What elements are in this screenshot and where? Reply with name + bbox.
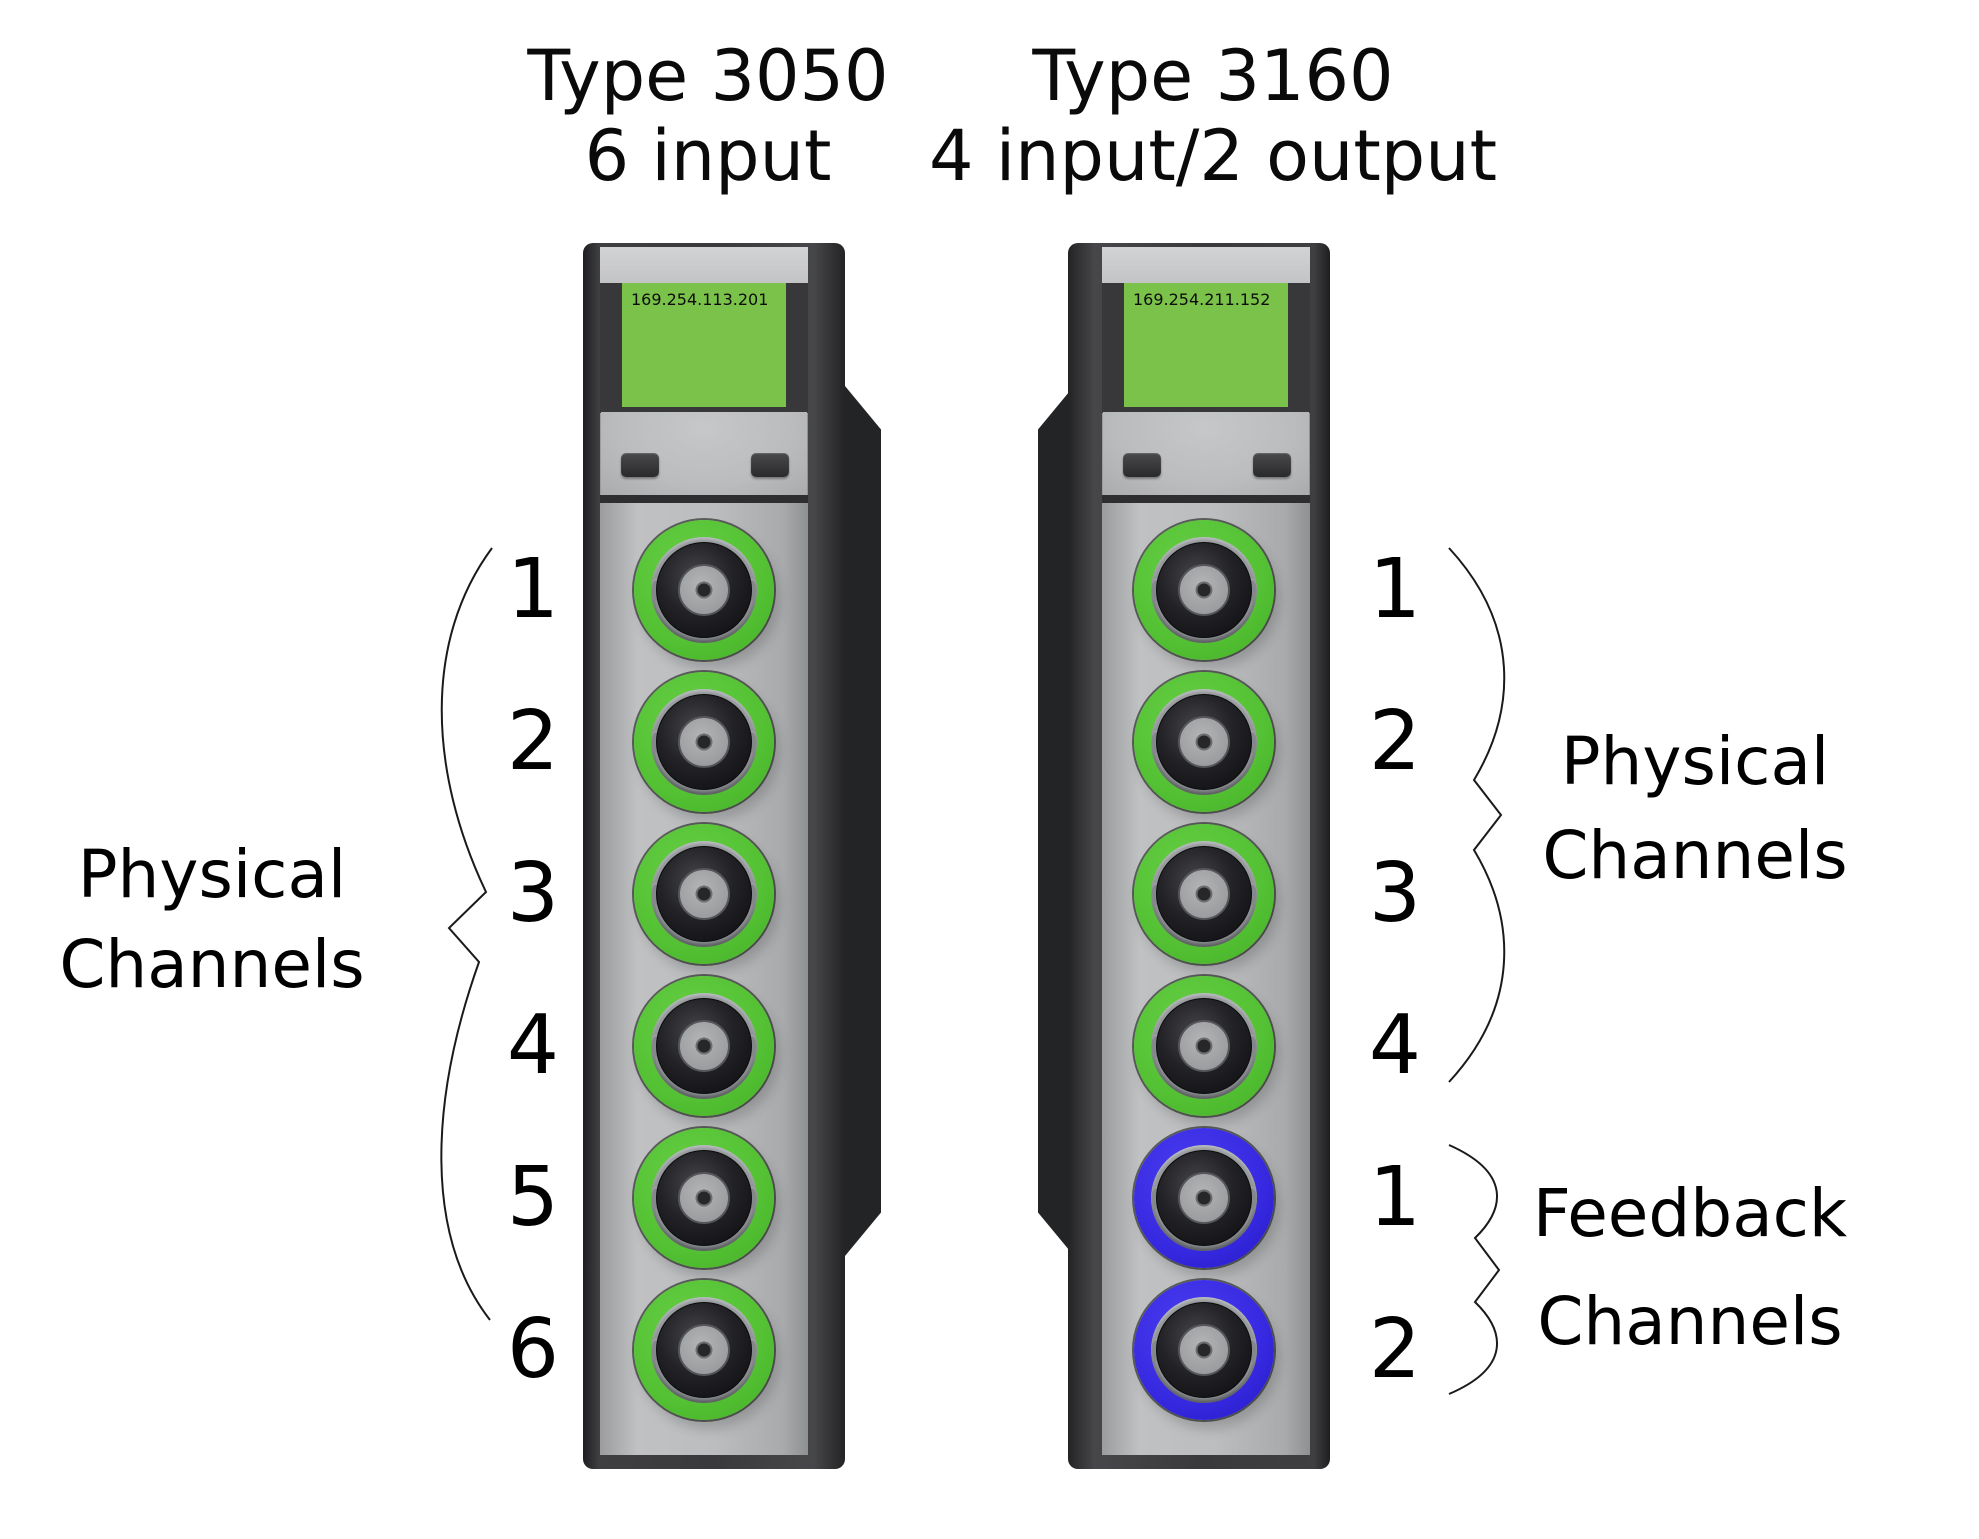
bnc-center-pin (695, 1341, 713, 1359)
left-module-title-line2: 6 input (584, 115, 832, 197)
bnc-connector-right-input-2 (1134, 672, 1274, 812)
bnc-connector-left-input-2 (634, 672, 774, 812)
left-physical-channels-label-line1: Physical (77, 836, 347, 913)
bnc-center-pin (695, 581, 713, 599)
right-module-screen-frame: 169.254.211.152 (1102, 283, 1310, 413)
left-module-button-panel (601, 412, 807, 495)
bnc-bayonet-right (747, 579, 757, 601)
bnc-socket (678, 564, 730, 616)
left-module-button-2 (751, 453, 789, 477)
right-physical-channels-label-line1: Physical (1560, 723, 1830, 800)
right-feedback-channels-label-line1: Feedback (1532, 1175, 1848, 1252)
bnc-connector-right-input-4 (1134, 976, 1274, 1116)
bnc-bayonet-right (747, 731, 757, 753)
right-module-title: Type 3160 4 input/2 output (903, 36, 1523, 196)
bnc-center-pin (1195, 581, 1213, 599)
bnc-socket (1178, 1020, 1230, 1072)
bnc-connector-left-input-6 (634, 1280, 774, 1420)
left-channel-number-5: 5 (506, 1150, 560, 1245)
left-channel-number-4: 4 (506, 998, 560, 1093)
left-module-ip-address: 169.254.113.201 (631, 290, 769, 309)
bnc-bayonet-right (1247, 1035, 1257, 1057)
bnc-center-pin (1195, 1189, 1213, 1207)
right-output-channel-number-2: 2 (1368, 1302, 1422, 1397)
right-input-channel-number-3: 3 (1368, 846, 1422, 941)
bnc-connector-left-input-4 (634, 976, 774, 1116)
bnc-bayonet-right (747, 883, 757, 905)
bnc-center-pin (695, 1037, 713, 1055)
bnc-center-pin (695, 1189, 713, 1207)
left-module-button-1 (621, 453, 659, 477)
right-module-button-panel (1103, 412, 1309, 495)
right-feedback-channels-label-line2: Channels (1537, 1283, 1843, 1360)
bnc-socket (1178, 564, 1230, 616)
bnc-center-pin (1195, 1341, 1213, 1359)
left-physical-channels-label-line2: Channels (59, 926, 365, 1003)
bnc-bayonet-right (1247, 731, 1257, 753)
left-module-screen-frame: 169.254.113.201 (600, 283, 808, 413)
left-module-front-panel: 169.254.113.201 (600, 247, 808, 1455)
bnc-center-pin (1195, 1037, 1213, 1055)
left-module-title: Type 3050 6 input (398, 36, 1018, 196)
left-module-title-line1: Type 3050 (527, 35, 889, 117)
bnc-socket (1178, 1172, 1230, 1224)
right-input-channel-number-2: 2 (1368, 694, 1422, 789)
right-input-channel-number-4: 4 (1368, 998, 1422, 1093)
left-module-display: 169.254.113.201 (622, 283, 786, 407)
bnc-connector-right-input-3 (1134, 824, 1274, 964)
bnc-bayonet-right (1247, 883, 1257, 905)
bnc-connector-right-output-1 (1134, 1128, 1274, 1268)
bnc-connector-left-input-3 (634, 824, 774, 964)
bnc-connector-right-output-2 (1134, 1280, 1274, 1420)
bnc-connector-left-input-5 (634, 1128, 774, 1268)
right-module-button-1 (1123, 453, 1161, 477)
right-module-title-line1: Type 3160 (1032, 35, 1394, 117)
bnc-center-pin (695, 733, 713, 751)
left-channel-number-6: 6 (506, 1302, 560, 1397)
bnc-center-pin (1195, 733, 1213, 751)
bnc-bayonet-right (1247, 579, 1257, 601)
right-module-ip-address: 169.254.211.152 (1133, 290, 1271, 309)
left-channel-number-1: 1 (506, 542, 560, 637)
bnc-connector-left-input-1 (634, 520, 774, 660)
bnc-bayonet-right (1247, 1187, 1257, 1209)
bnc-bayonet-right (747, 1187, 757, 1209)
bnc-bayonet-right (747, 1339, 757, 1361)
right-physical-channels-label-line2: Channels (1542, 817, 1848, 894)
right-module-top-strip (1102, 247, 1310, 285)
left-module-mount-fin (845, 386, 881, 1256)
right-input-channel-number-1: 1 (1368, 542, 1422, 637)
right-module-button-2 (1253, 453, 1291, 477)
bnc-center-pin (695, 885, 713, 903)
left-module-panel-divider (600, 495, 808, 503)
bnc-connector-right-input-1 (1134, 520, 1274, 660)
right-module-panel-divider (1102, 495, 1310, 503)
left-module-top-strip (600, 247, 808, 285)
bnc-center-pin (1195, 885, 1213, 903)
bnc-insulator-ring (656, 998, 752, 1094)
right-module-title-line2: 4 input/2 output (928, 115, 1498, 197)
left-channel-number-3: 3 (506, 846, 560, 941)
right-module-display: 169.254.211.152 (1124, 283, 1288, 407)
bnc-bayonet-right (747, 1035, 757, 1057)
bnc-bayonet-right (1247, 1339, 1257, 1361)
right-output-channel-number-1: 1 (1368, 1150, 1422, 1245)
left-channel-number-2: 2 (506, 694, 560, 789)
